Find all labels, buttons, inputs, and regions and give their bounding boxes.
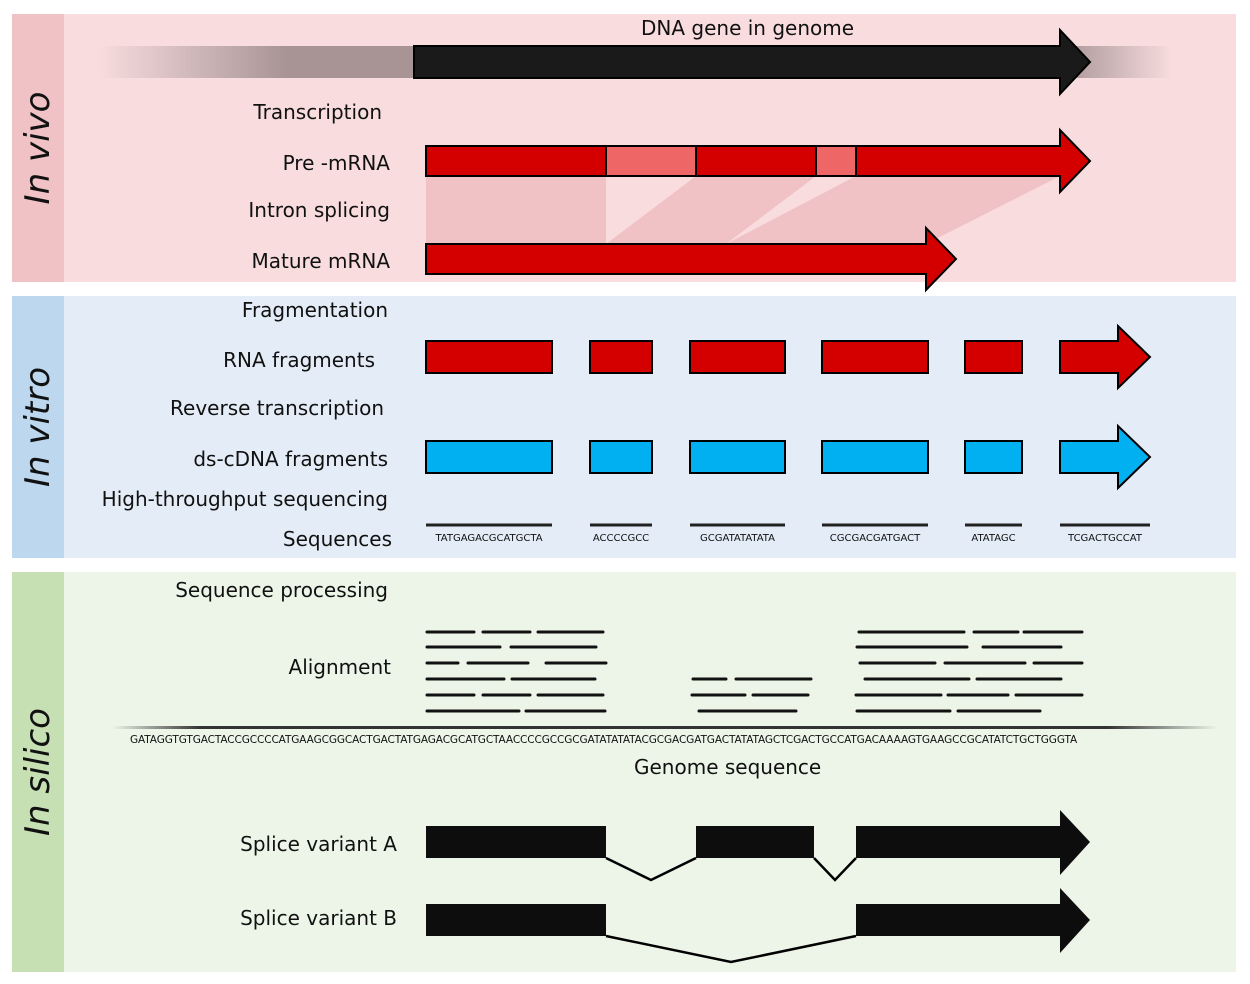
reverse-transcription-label: Reverse transcription — [170, 396, 384, 420]
alignment-reads — [425, 630, 1084, 713]
cdna-fragment-4 — [821, 440, 929, 474]
sequence-text-6: TCGACTGCCAT — [1068, 533, 1142, 544]
in-silico-side-label: In silico — [12, 572, 64, 972]
transcription-label: Transcription — [253, 100, 382, 124]
mature-mrna-label: Mature mRNA — [251, 249, 391, 273]
genome-line — [112, 726, 1218, 729]
sequence-text-2: ACCCCGCC — [592, 533, 650, 544]
variant-a-exon-2 — [696, 826, 814, 858]
splice-variant-a-label: Splice variant A — [240, 832, 397, 856]
in-vitro-side-label: In vitro — [12, 296, 64, 558]
rna-fragments — [425, 323, 1152, 391]
cdna-fragments — [425, 423, 1152, 491]
splice-shade-exon1 — [426, 176, 606, 244]
rna-fragment-5 — [964, 340, 1023, 374]
variant-a-exon-3 — [856, 810, 1090, 875]
genome-sequence: GATAGGTGTGACTACCGCCCCATGAAGCGGCACTGACTAT… — [130, 734, 1078, 746]
dna-gene-arrow — [413, 27, 1092, 97]
dna-gene-label: DNA gene in genome — [641, 16, 855, 40]
sequences-label: Sequences — [282, 527, 392, 551]
rna-fragment-3 — [689, 340, 786, 374]
variant-b-exon-1 — [426, 904, 606, 936]
pre-mrna-exon-1 — [425, 145, 607, 177]
sequence-text-1: TATGAGACGCATGCTA — [435, 533, 543, 544]
rna-fragments-label: RNA fragments — [223, 348, 375, 372]
variant-a-intron-2 — [813, 857, 857, 882]
genome-sequence-label: Genome sequence — [634, 755, 822, 779]
pre-mrna-intron-1 — [605, 145, 697, 177]
pre-mrna-intron-2 — [815, 145, 857, 177]
upstream-dna — [98, 46, 414, 78]
splice-variant-b-label: Splice variant B — [240, 906, 397, 930]
cdna-fragments-label: ds-cDNA fragments — [193, 447, 388, 471]
variant-a-intron-1 — [605, 856, 697, 882]
in-vivo-side-label: In vivo — [12, 14, 64, 282]
fragmentation-label: Fragmentation — [241, 298, 388, 322]
sequencing-label: High-throughput sequencing — [101, 487, 388, 511]
pre-mrna-exon-2 — [695, 145, 817, 177]
splice-shade-exon2 — [606, 176, 816, 244]
pre-mrna-label: Pre -mRNA — [282, 151, 390, 175]
rna-fragment-2 — [589, 340, 653, 374]
rna-fragment-1 — [425, 340, 553, 374]
cdna-fragment-5 — [964, 440, 1023, 474]
intron-splicing-label: Intron splicing — [248, 198, 390, 222]
variant-b-exon-2 — [856, 888, 1090, 953]
sequence-processing-label: Sequence processing — [175, 578, 388, 602]
pre-mrna-exon-3 — [855, 127, 1092, 195]
sequence-text-5: ATATAGC — [971, 533, 1016, 544]
sequence-text-4: CGCGACGATGACT — [829, 533, 921, 544]
sequence-text-3: GCGATATATATA — [700, 533, 775, 544]
variant-b-intron — [605, 934, 857, 964]
variant-a-exon-1 — [426, 826, 606, 858]
cdna-fragment-1 — [425, 440, 553, 474]
mature-mrna-arrow — [425, 225, 958, 293]
cdna-fragment-2 — [589, 440, 653, 474]
cdna-fragment-6 — [1059, 423, 1152, 491]
rna-fragment-6 — [1059, 323, 1152, 391]
rna-fragment-4 — [821, 340, 929, 374]
cdna-fragment-3 — [689, 440, 786, 474]
alignment-label: Alignment — [288, 655, 391, 679]
splice-shade-exon3 — [726, 176, 1060, 244]
in-vitro-panel: In vitro — [12, 296, 1236, 558]
